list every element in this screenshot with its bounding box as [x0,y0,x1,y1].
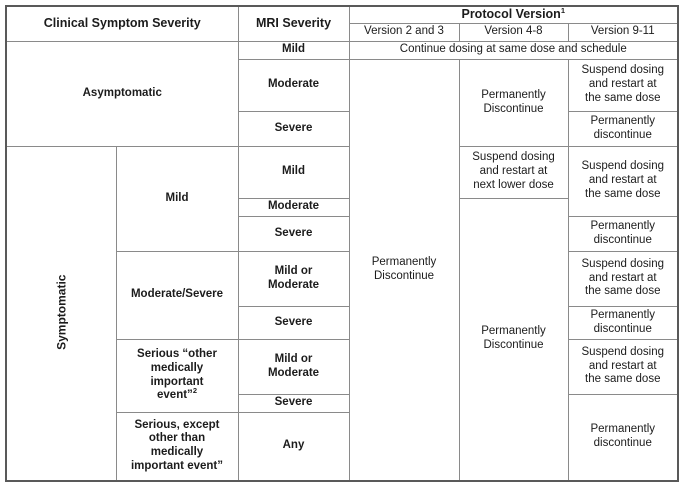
header-mri-severity: MRI Severity [237,5,350,42]
cell-outcome-v911-asym-severe-discontinue: Permanently discontinue [567,110,679,147]
cell-outcome-v48-suspend-next-lower: Suspend dosing and restart at next lower… [458,145,569,199]
cell-asymptomatic: Asymptomatic [5,40,239,147]
cell-mri-asym-moderate: Moderate [237,58,350,112]
serious-other-event-label: Serious “other medically important event… [137,347,217,402]
cell-clinical-serious-other-event: Serious “other medically important event… [115,338,239,413]
header-version-9-11: Version 9-11 [567,22,679,42]
cell-outcome-continue-same-dose: Continue dosing at same dose and schedul… [348,40,679,60]
row-asymptomatic-severe: Severe Permanently discontinue [6,110,679,147]
cell-outcome-v911-final-discontinue: Permanently discontinue [567,393,679,482]
dosing-protocol-table-container: Clinical Symptom Severity MRI Severity P… [5,5,679,482]
cell-mri-asym-mild: Mild [237,40,350,60]
header-version-4-8: Version 4-8 [458,22,569,42]
row-serious-except-any: Serious, except other than medically imp… [6,411,678,482]
serious-other-event-footnote-marker: 2 [192,386,197,396]
header-clinical-symptom-severity: Clinical Symptom Severity [5,5,239,42]
cell-clinical-moderate-severe: Moderate/Severe [115,250,239,340]
row-modsev-mild-or-moderate: Moderate/Severe Mild or Moderate Suspend… [6,250,679,340]
row-serious-other-severe: Severe Permanently discontinue [6,393,679,482]
cell-mri-serious-severe: Severe [237,393,350,413]
protocol-version-footnote-marker: 1 [560,6,565,16]
cell-mri-any: Any [237,411,350,482]
cell-outcome-v911-modsev-severe-discontinue: Permanently discontinue [567,305,679,340]
cell-mri-sym-mild: Mild [237,145,350,199]
header-row-2: Version 2 and 3 Version 4-8 Version 9-11 [6,22,679,42]
cell-mri-modsev-mild-or-moderate: Mild or Moderate [237,250,350,307]
cell-clinical-serious-except: Serious, except other than medically imp… [115,411,239,482]
cell-mri-sym-severe: Severe [237,215,350,252]
header-row-1: Clinical Symptom Severity MRI Severity P… [5,5,679,42]
header-version-2-and-3: Version 2 and 3 [348,22,460,42]
cell-mri-serious-mild-or-moderate: Mild or Moderate [237,338,350,395]
row-asymptomatic-moderate: Moderate Permanently Discontinue Permane… [6,58,679,482]
cell-outcome-v23-permanently-discontinue: Permanently Discontinue [348,58,460,482]
row-serious-other-mild-or-moderate: Serious “other medically important event… [6,338,679,413]
cell-outcome-v911-serious-suspend: Suspend dosing and restart at the same d… [567,338,679,395]
row-symptomatic-mild-mild: Symptomatic Mild Mild Suspend dosing and… [5,145,679,482]
header-protocol-version-label: Protocol Version [461,7,561,22]
cell-outcome-v911-asym-moderate-suspend: Suspend dosing and restart at the same d… [567,58,679,112]
row-asymptomatic-mild: Asymptomatic Mild Continue dosing at sam… [5,40,679,147]
cell-mri-modsev-severe: Severe [237,305,350,340]
cell-clinical-sym-mild: Mild [115,145,239,252]
cell-outcome-v48-asym-permanently-discontinue: Permanently Discontinue [458,58,569,147]
cell-outcome-v911-modsev-suspend: Suspend dosing and restart at the same d… [567,250,679,307]
cell-outcome-v911-sym-mild-suspend: Suspend dosing and restart at the same d… [567,145,679,217]
row-symptomatic-mild-moderate: Moderate Permanently Discontinue [6,197,678,482]
cell-outcome-v911-sym-mild-severe-discontinue: Permanently discontinue [567,215,679,252]
dosing-protocol-table: Clinical Symptom Severity MRI Severity P… [5,5,679,482]
cell-symptomatic: Symptomatic [5,145,117,482]
cell-outcome-v48-permanently-discontinue: Permanently Discontinue [458,197,569,482]
cell-mri-sym-moderate: Moderate [237,197,350,217]
cell-mri-asym-severe: Severe [237,110,350,147]
row-modsev-severe: Severe Permanently discontinue [6,305,679,340]
symptomatic-vertical-label: Symptomatic [54,274,69,351]
header-protocol-version: Protocol Version1 [348,5,679,24]
